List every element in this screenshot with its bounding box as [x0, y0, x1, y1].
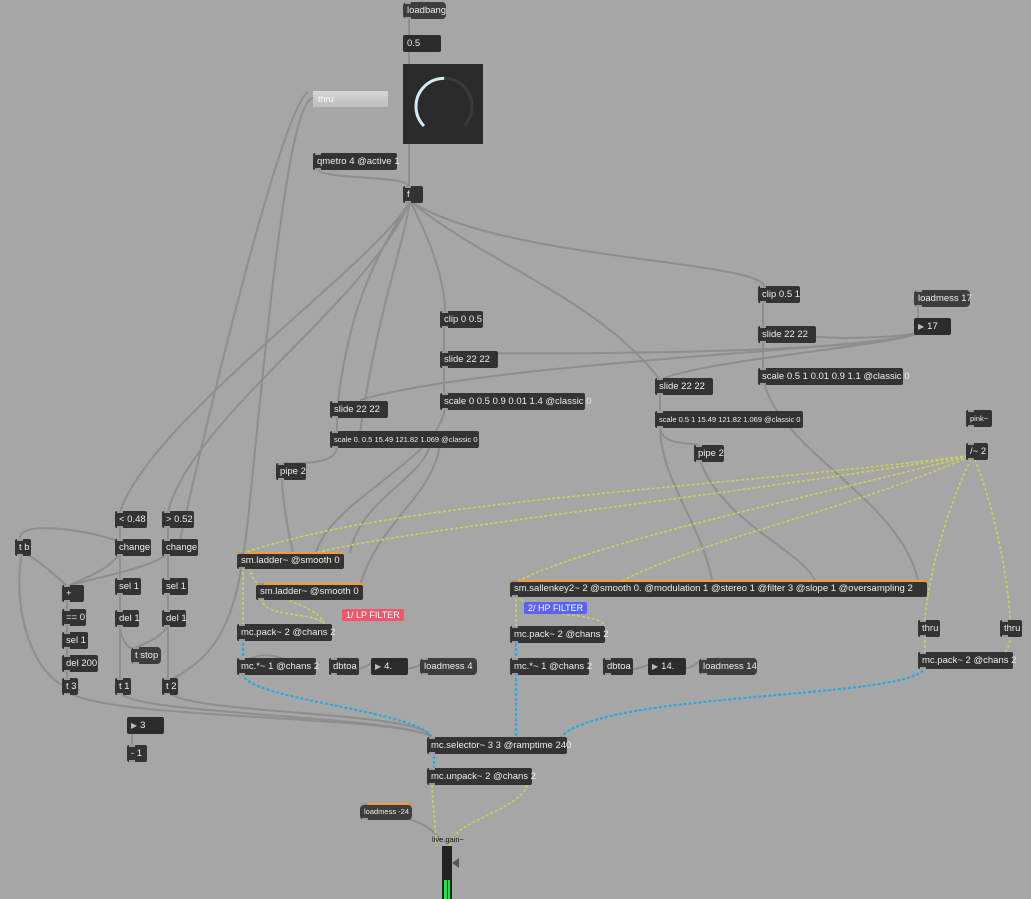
number-17-value: 17 — [927, 321, 938, 332]
slide-object-b[interactable]: slide 22 22 — [330, 401, 388, 418]
less-than-object[interactable]: < 0.48 — [115, 511, 147, 528]
divide-signal-object[interactable]: /~ 2 — [966, 443, 988, 460]
mc-mul-object-a[interactable]: mc.*~ 1 @chans 2 — [237, 658, 319, 675]
number-4-value: 4. — [384, 661, 393, 672]
trigger-1-object[interactable]: t 1 — [115, 678, 131, 695]
lp-filter-comment: 1/ LP FILTER — [342, 609, 404, 621]
sel-object-b[interactable]: sel 1 — [162, 578, 188, 595]
number-arrow-icon: ▶ — [652, 662, 659, 671]
sel-object-c[interactable]: sel 1 — [62, 632, 88, 649]
sallenkey-filter-object[interactable]: sm.sallenkey2~ 2 @smooth 0. @modulation … — [510, 580, 927, 597]
thru-object-a[interactable]: thru — [918, 620, 940, 637]
loadmess-14-object[interactable]: loadmess 14 — [699, 658, 757, 675]
ladder-filter-object-b[interactable]: sm.ladder~ @smooth 0 — [256, 583, 363, 600]
slide-object-c[interactable]: slide 22 22 — [758, 326, 816, 343]
thru-bpatcher[interactable]: thru — [313, 91, 388, 107]
scale-object-c[interactable]: scale 0.5 1 0.01 0.9 1.1 @classic 0 — [758, 368, 909, 385]
scale-object-d[interactable]: scale 0.5 1 15.49 121.82 1.069 @classic … — [655, 411, 803, 428]
trigger-2-object[interactable]: t 2 — [162, 678, 178, 695]
slide-object-a[interactable]: slide 22 22 — [440, 351, 498, 368]
dbtoa-object-a[interactable]: dbtoa — [329, 658, 359, 675]
del-object-b[interactable]: del 1 — [162, 610, 187, 627]
sel-object-a[interactable]: sel 1 — [115, 578, 141, 595]
mc-pack-object-b[interactable]: mc.pack~ 2 @chans 2 — [510, 626, 608, 643]
mc-pack-object-c[interactable]: mc.pack~ 2 @chans 2 — [918, 652, 1016, 669]
number-arrow-icon: ▶ — [918, 322, 925, 331]
loadmess-4-object[interactable]: loadmess 4 — [420, 658, 477, 675]
live-gain-label: live.gain~ — [432, 835, 464, 844]
mc-mul-object-b[interactable]: mc.*~ 1 @chans 2 — [510, 658, 592, 675]
mc-pack-object-a[interactable]: mc.pack~ 2 @chans 2 — [237, 624, 335, 641]
dial-arc-icon — [414, 76, 474, 128]
hp-filter-comment: 2/ HP FILTER — [524, 602, 588, 614]
minus-1-object[interactable]: - 1 — [127, 745, 147, 762]
del-object-a[interactable]: del 1 — [115, 610, 140, 627]
number-17[interactable]: ▶17 — [914, 318, 951, 335]
change-object-a[interactable]: change — [115, 539, 151, 556]
meter-left-channel — [444, 880, 447, 899]
pink-noise-object[interactable]: pink~ — [966, 410, 992, 427]
trigger-3-object[interactable]: t 3 — [62, 678, 78, 695]
live-gain-meter[interactable] — [442, 846, 452, 899]
number-3[interactable]: ▶3 — [127, 717, 164, 734]
number-arrow-icon: ▶ — [375, 662, 382, 671]
thru-object-b[interactable]: thru — [1000, 620, 1022, 637]
ladder-filter-object-a[interactable]: sm.ladder~ @smooth 0 — [237, 552, 344, 569]
slide-object-d[interactable]: slide 22 22 — [655, 378, 713, 395]
clip-object-low[interactable]: clip 0 0.5 — [440, 311, 483, 328]
number-14[interactable]: ▶14. — [648, 658, 686, 675]
del-200-object[interactable]: del 200 — [62, 655, 98, 672]
number-4[interactable]: ▶4. — [371, 658, 408, 675]
knob-dial[interactable] — [403, 64, 483, 144]
knob-value-number-box[interactable]: 0.5 — [403, 35, 441, 52]
loadbang-object[interactable]: loadbang — [403, 2, 446, 19]
number-3-value: 3 — [140, 720, 146, 731]
qmetro-object[interactable]: qmetro 4 @active 1 — [313, 153, 400, 170]
greater-than-object[interactable]: > 0.52 — [162, 511, 194, 528]
mc-selector-object[interactable]: mc.selector~ 3 3 @ramptime 240 — [427, 737, 571, 754]
pipe-object-b[interactable]: pipe 2 — [694, 445, 724, 462]
loadmess-minus24-object[interactable]: loadmess -24 — [360, 803, 412, 820]
pipe-object-a[interactable]: pipe 2 — [276, 463, 306, 480]
plus-object[interactable]: + — [62, 585, 84, 602]
float-object[interactable]: f — [403, 186, 423, 203]
gain-slider-handle-icon[interactable] — [452, 858, 459, 868]
loadmess-17-object[interactable]: loadmess 17 — [914, 290, 972, 307]
trigger-bang-object[interactable]: t b — [15, 539, 31, 556]
number-14-value: 14. — [661, 661, 675, 672]
equals-zero-object[interactable]: == 0 — [62, 609, 86, 626]
clip-object-high[interactable]: clip 0.5 1 — [758, 286, 800, 303]
dbtoa-object-b[interactable]: dbtoa — [603, 658, 633, 675]
meter-right-channel — [447, 880, 450, 899]
t-stop-message[interactable]: t stop — [131, 647, 161, 664]
scale-object-a[interactable]: scale 0 0.5 0.9 0.01 1.4 @classic 0 — [440, 393, 591, 410]
change-object-b[interactable]: change — [162, 539, 198, 556]
scale-object-b[interactable]: scale 0. 0.5 15.49 121.82 1.069 @classic… — [330, 431, 479, 448]
number-arrow-icon: ▶ — [131, 721, 138, 730]
mc-unpack-object[interactable]: mc.unpack~ 2 @chans 2 — [427, 768, 536, 785]
